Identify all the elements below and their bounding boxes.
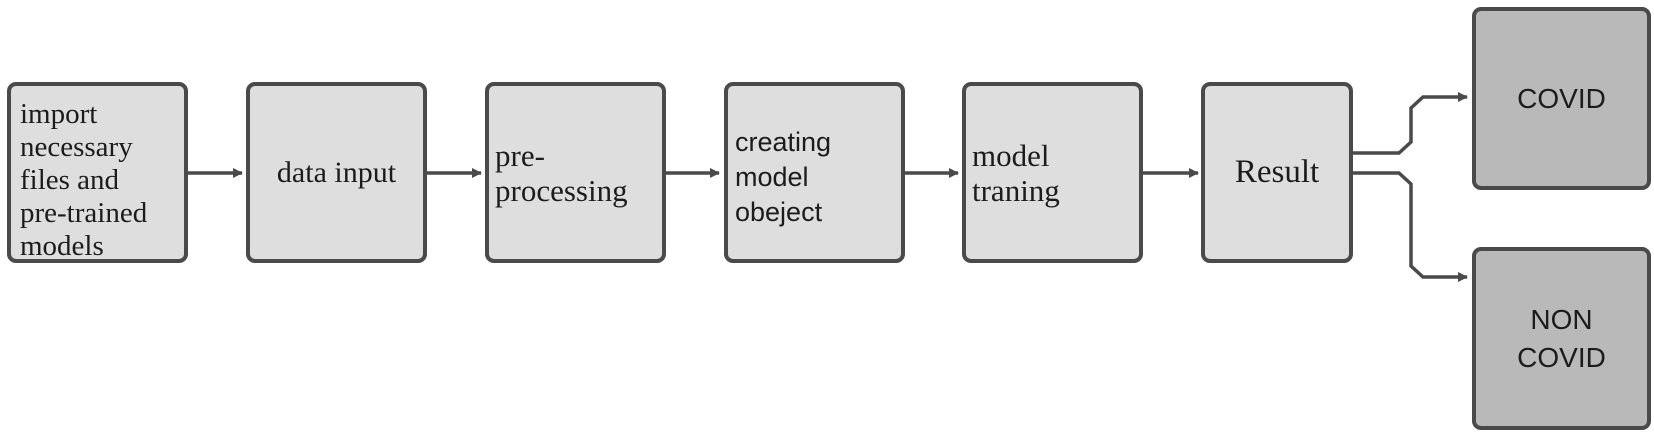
outcome-non-covid-label: NON COVID — [1476, 251, 1647, 426]
step-pre-processing-label: pre- processing — [495, 138, 628, 208]
step-data-input-label: data input — [250, 86, 423, 259]
step-model-training-label: model traning — [972, 138, 1060, 208]
outcome-non-covid-node: NON COVID — [1472, 247, 1651, 430]
arrow-result-to-covid — [1353, 92, 1468, 155]
text-line: Result — [1234, 154, 1320, 190]
text-line: models — [20, 230, 104, 262]
step-creating-model-node: creating model obeject — [724, 82, 905, 263]
text-line: creating — [735, 127, 832, 157]
text-line: processing — [495, 173, 628, 208]
text-line: necessary — [20, 131, 133, 163]
text-line: model — [972, 138, 1050, 173]
outcome-covid-node: COVID — [1472, 7, 1651, 190]
text-line: files and — [20, 164, 120, 196]
outcome-covid-label: COVID — [1476, 11, 1647, 186]
step-import-label: import necessary files and pre-trained m… — [20, 98, 148, 262]
text-line: obeject — [735, 197, 823, 227]
text-line: pre- — [495, 138, 545, 173]
text-line: model — [735, 162, 809, 192]
text-line: data input — [276, 155, 397, 189]
text-line: NON — [1530, 303, 1593, 335]
text-line: traning — [972, 173, 1060, 208]
step-result-node: Result — [1201, 82, 1353, 263]
step-creating-model-label: creating model obeject — [735, 125, 831, 230]
step-model-training-node: model traning — [962, 82, 1143, 263]
step-data-input-node: data input — [246, 82, 427, 263]
text-line: pre-trained — [20, 197, 148, 229]
text-line: import — [20, 98, 98, 130]
outcome-non-covid-text: NON COVID — [1517, 301, 1606, 377]
step-result-label: Result — [1205, 86, 1349, 259]
text-line: COVID — [1517, 82, 1606, 114]
step-pre-processing-node: pre- processing — [485, 82, 666, 263]
arrow-result-to-non-covid — [1353, 171, 1468, 282]
step-import-node: import necessary files and pre-trained m… — [7, 82, 188, 263]
text-line: COVID — [1517, 341, 1606, 373]
